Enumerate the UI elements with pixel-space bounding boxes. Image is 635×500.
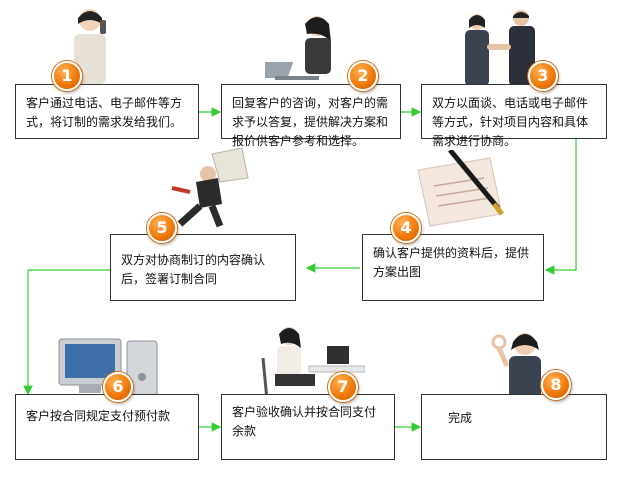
computer-photo: [58, 338, 158, 400]
step-badge-8: 8: [541, 370, 571, 400]
step-badge-6: 6: [103, 372, 133, 402]
phone-woman-photo: [74, 9, 106, 84]
step-box-2: 回复客户的咨询，对客户的需求予以答复，提供解决方案和报价供客户参考和选择。: [221, 84, 401, 148]
ok-woman-photo: [491, 333, 541, 402]
step-text-6: 客户按合同规定支付预付款: [26, 409, 171, 423]
contract-pen-photo: [417, 150, 504, 227]
step-box-1: 客户通过电话、电子邮件等方式，将订制的需求发给我们。: [15, 84, 199, 139]
step-badge-2: 2: [348, 61, 378, 91]
step-badge-4: 4: [391, 213, 421, 243]
step-text-8: 完成: [448, 411, 473, 425]
step-box-8: 完成: [421, 394, 607, 460]
step-text-1: 客户通过电话、电子邮件等方式，将订制的需求发给我们。: [26, 96, 183, 129]
step-box-6: 客户按合同规定支付预付款: [15, 394, 199, 460]
arrow-5-6: [23, 269, 110, 396]
step-box-4: 确认客户提供的资料后，提供方案出图: [362, 234, 544, 301]
step-text-5: 双方对协商制订的内容确认后，签署订制合同: [121, 253, 266, 286]
running-businessman-photo: [171, 148, 249, 228]
step-badge-1: 1: [52, 61, 82, 91]
step-text-2: 回复客户的咨询，对客户的需求予以答复，提供解决方案和报价供客户参考和选择。: [232, 96, 389, 148]
step-text-3: 双方以面谈、电话或电子邮件等方式，针对项目内容和具体需求进行协商。: [432, 96, 589, 148]
step-badge-3: 3: [528, 61, 558, 91]
desk-woman-photo: [261, 327, 365, 401]
step-text-4: 确认客户提供的资料后，提供方案出图: [373, 246, 530, 279]
step-box-3: 双方以面谈、电话或电子邮件等方式，针对项目内容和具体需求进行协商。: [421, 84, 607, 148]
step-text-7: 客户验收确认并按合同支付余款: [232, 405, 377, 438]
arrow-3-4: [544, 138, 577, 275]
step-box-7: 客户验收确认并按合同支付余款: [221, 394, 395, 460]
laptop-woman-photo: [265, 16, 331, 80]
step-badge-5: 5: [147, 213, 177, 243]
step-badge-7: 7: [328, 372, 358, 402]
step-box-5: 双方对协商制订的内容确认后，签署订制合同: [110, 234, 296, 301]
handshake-photo: [465, 10, 535, 86]
